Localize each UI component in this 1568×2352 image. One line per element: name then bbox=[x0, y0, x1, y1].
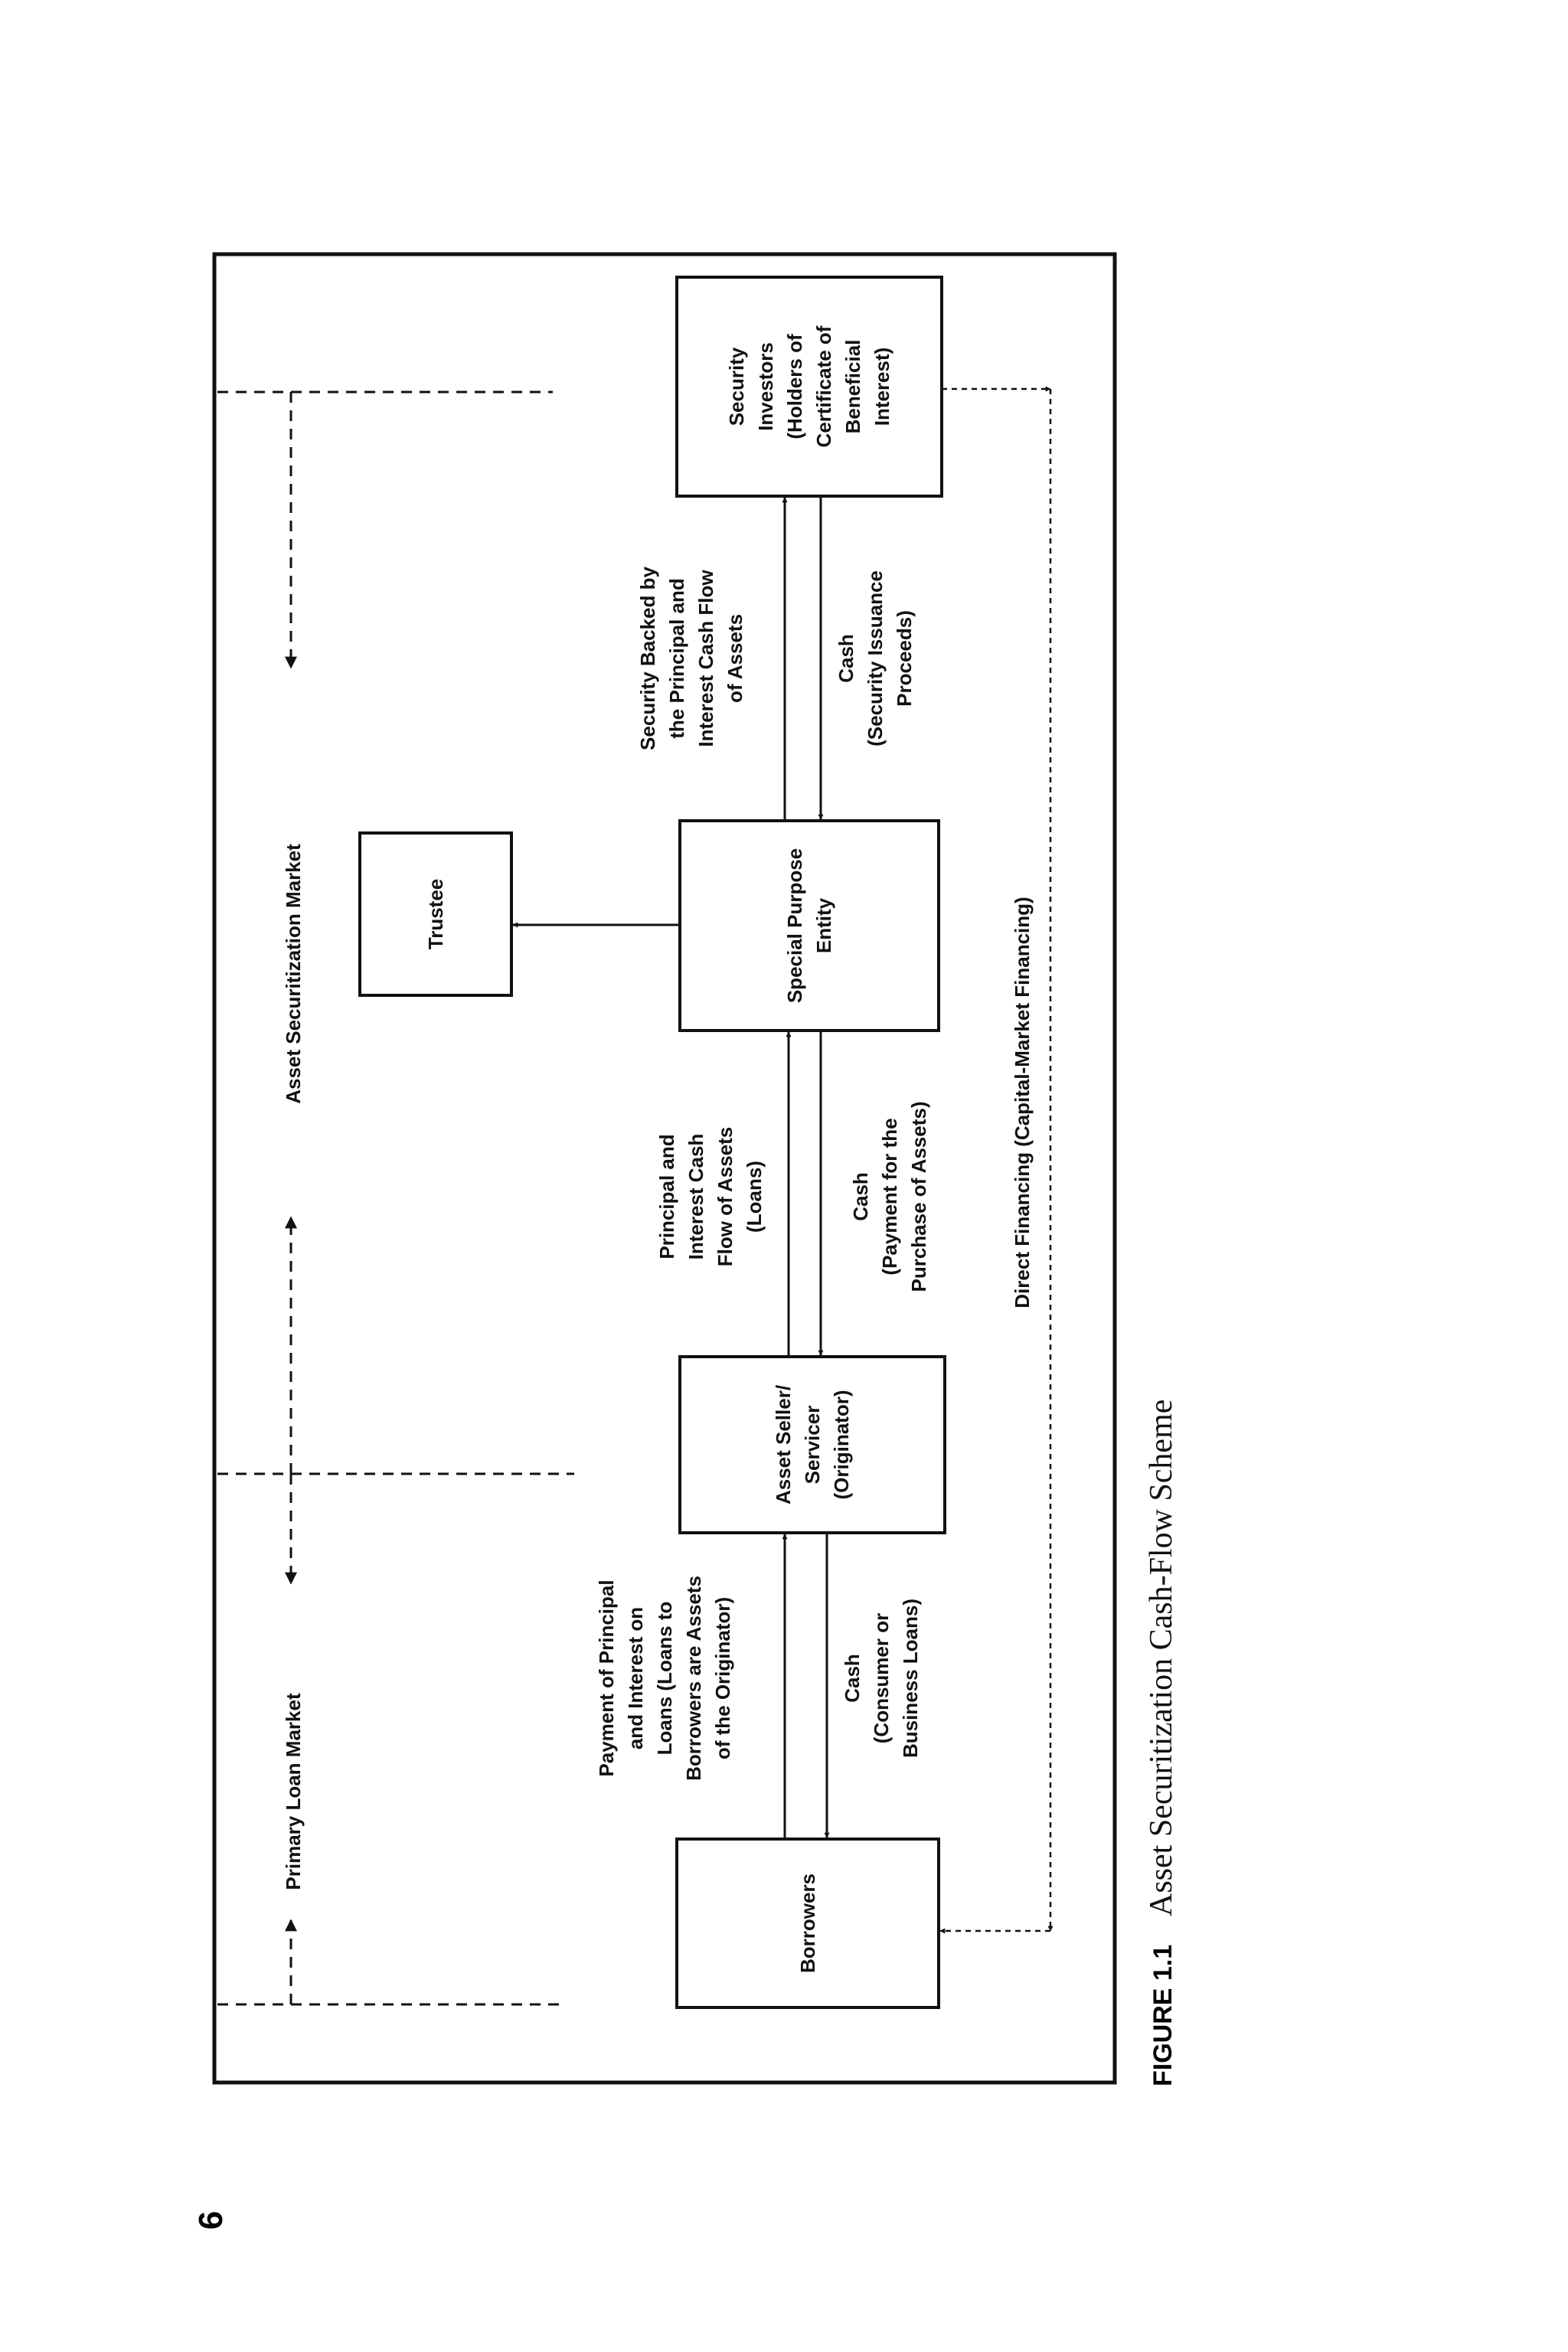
payment-of-principal-label: Payment of Principal and Interest on Loans… bbox=[595, 1576, 734, 1781]
label-line: (Holders of bbox=[783, 334, 806, 439]
label-line: Loans (Loans to bbox=[653, 1602, 676, 1756]
figure-number: FIGURE 1.1 bbox=[1148, 1945, 1178, 2086]
trustee-label: Trustee bbox=[424, 879, 447, 950]
label-line: Payment of Principal bbox=[595, 1579, 618, 1776]
label-line: (Payment for the bbox=[878, 1118, 901, 1275]
figure-caption: FIGURE 1.1 Asset Securitization Cash-Flo… bbox=[1144, 1400, 1179, 2086]
special-purpose-entity-box bbox=[678, 819, 940, 1032]
label-line: of the Originator) bbox=[711, 1597, 734, 1759]
label-line: (Loans) bbox=[743, 1161, 766, 1233]
asset-securitization-market-label: Asset Securitization Market bbox=[282, 844, 305, 1104]
label-line: Borrowers bbox=[796, 1873, 819, 1973]
direct-financing-label: Direct Financing (Capital-Market Financi… bbox=[1011, 897, 1034, 1308]
special-purpose-entity-label: Special Purpose Entity bbox=[783, 848, 835, 1003]
borrowers-box bbox=[675, 1838, 940, 2009]
label-line: Servicer bbox=[801, 1406, 824, 1485]
label-line: Interest Cash Flow bbox=[694, 570, 717, 747]
label-line: Entity bbox=[812, 897, 835, 953]
label-line: Beneficial bbox=[841, 340, 864, 434]
borrowers-label: Borrowers bbox=[796, 1873, 819, 1973]
label-line: Asset Seller/ bbox=[772, 1385, 795, 1504]
label-line: the Principal and bbox=[665, 578, 688, 739]
label-line: Security Backed by bbox=[636, 567, 659, 750]
label-line: Security bbox=[725, 347, 748, 426]
label-line: Cash bbox=[835, 634, 858, 683]
label-line: and Interest on bbox=[624, 1607, 647, 1749]
label-line: of Assets bbox=[724, 614, 746, 703]
security-investors-box bbox=[675, 276, 943, 498]
label-line: Principal and bbox=[655, 1134, 678, 1259]
label-line: Investors bbox=[754, 342, 777, 431]
asset-seller-servicer-box bbox=[678, 1355, 946, 1534]
page-number: 6 bbox=[192, 2211, 230, 2230]
label-line: Interest) bbox=[871, 348, 893, 426]
label-line: Cash bbox=[849, 1172, 872, 1221]
figure-title: Asset Securitization Cash-Flow Scheme bbox=[1144, 1400, 1179, 1916]
security-investors-label: Security Investors (Holders of Certificate … bbox=[725, 325, 893, 447]
label-line: Certificate of bbox=[812, 325, 835, 447]
label-line: Cash bbox=[841, 1654, 864, 1703]
asset-seller-servicer-label: Asset Seller/Servicer (Originator) bbox=[772, 1385, 853, 1504]
label-line: Borrowers are Assets bbox=[682, 1576, 705, 1781]
label-line: Special Purpose bbox=[783, 848, 806, 1003]
cash-purchase-of-assets-label: Cash (Payment for the Purchase of Assets) bbox=[849, 1101, 930, 1292]
label-line: Flow of Assets bbox=[714, 1127, 737, 1267]
label-line: Proceeds) bbox=[893, 610, 916, 707]
cash-issuance-proceeds-label: Cash (Security Issuance Proceeds) bbox=[835, 570, 916, 746]
label-line: Interest Cash bbox=[684, 1134, 707, 1260]
label-line: (Originator) bbox=[830, 1390, 853, 1500]
diagram-frame bbox=[212, 252, 1117, 2085]
label-line: Business Loans) bbox=[899, 1599, 922, 1758]
cash-consumer-business-loans-label: Cash (Consumer or Business Loans) bbox=[841, 1599, 922, 1758]
label-line: Purchase of Assets) bbox=[907, 1101, 930, 1292]
primary-loan-market-label: Primary Loan Market bbox=[282, 1693, 305, 1890]
trustee-box bbox=[358, 831, 513, 997]
label-line: (Security Issuance bbox=[864, 570, 887, 746]
label-line: Trustee bbox=[424, 879, 447, 950]
label-line: (Consumer or bbox=[870, 1613, 893, 1743]
principal-interest-cash-flow-label: Principal and Interest Cash Flow of Assets… bbox=[655, 1127, 766, 1267]
security-backed-label: Security Backed by the Principal and Inter… bbox=[636, 567, 746, 750]
